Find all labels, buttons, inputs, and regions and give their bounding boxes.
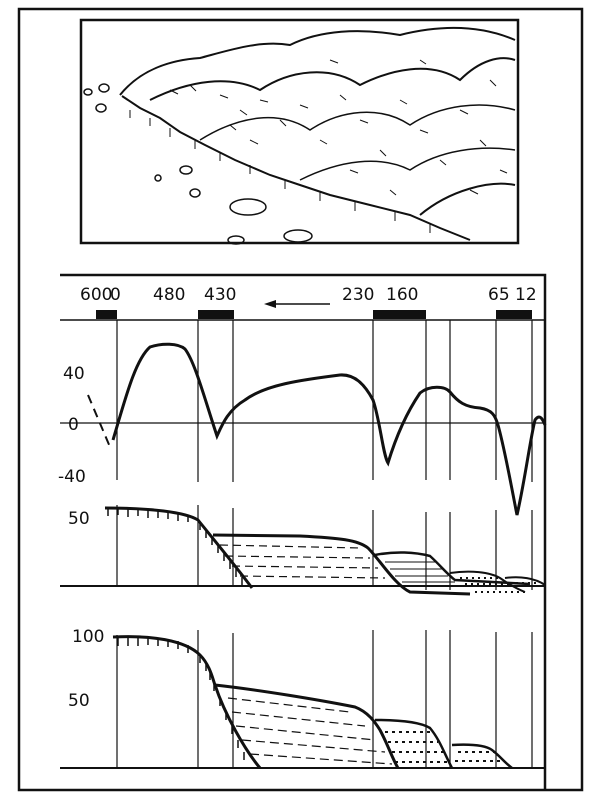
label-230: 230 — [342, 285, 374, 305]
dashed-extension — [87, 394, 111, 448]
label-600: 600 — [80, 285, 112, 305]
label-160: 160 — [386, 285, 418, 305]
label-480: 480 — [153, 285, 185, 305]
y-tick-minus-40: -40 — [58, 467, 86, 487]
zone-boundary-lines — [116, 320, 533, 768]
arrow-left-icon — [264, 300, 330, 308]
elevation-curve — [111, 342, 547, 516]
section-2-y-tick-50: 50 — [68, 691, 90, 711]
cross-section-1: 50 — [60, 506, 546, 596]
rocks — [83, 83, 313, 245]
profile-frame — [60, 273, 547, 790]
y-tick-0: 0 — [68, 415, 79, 435]
section-1-y-tick-50: 50 — [68, 509, 90, 529]
distance-labels: 600 0 480 430 230 160 65 12 — [80, 285, 537, 305]
landscape-frame — [79, 18, 520, 245]
label-0: 0 — [110, 285, 121, 305]
coastline-landscape-illustration — [79, 18, 520, 245]
label-430: 430 — [204, 285, 236, 305]
outer-frame — [17, 7, 584, 792]
zone-bars — [96, 310, 532, 319]
cross-section-2: 100 50 — [60, 627, 545, 770]
profile-chart: 600 0 480 430 230 160 65 12 — [58, 273, 547, 790]
label-12: 12 — [515, 285, 537, 305]
y-tick-40: 40 — [63, 364, 85, 384]
section-2-y-tick-100: 100 — [72, 627, 104, 647]
label-65: 65 — [488, 285, 510, 305]
